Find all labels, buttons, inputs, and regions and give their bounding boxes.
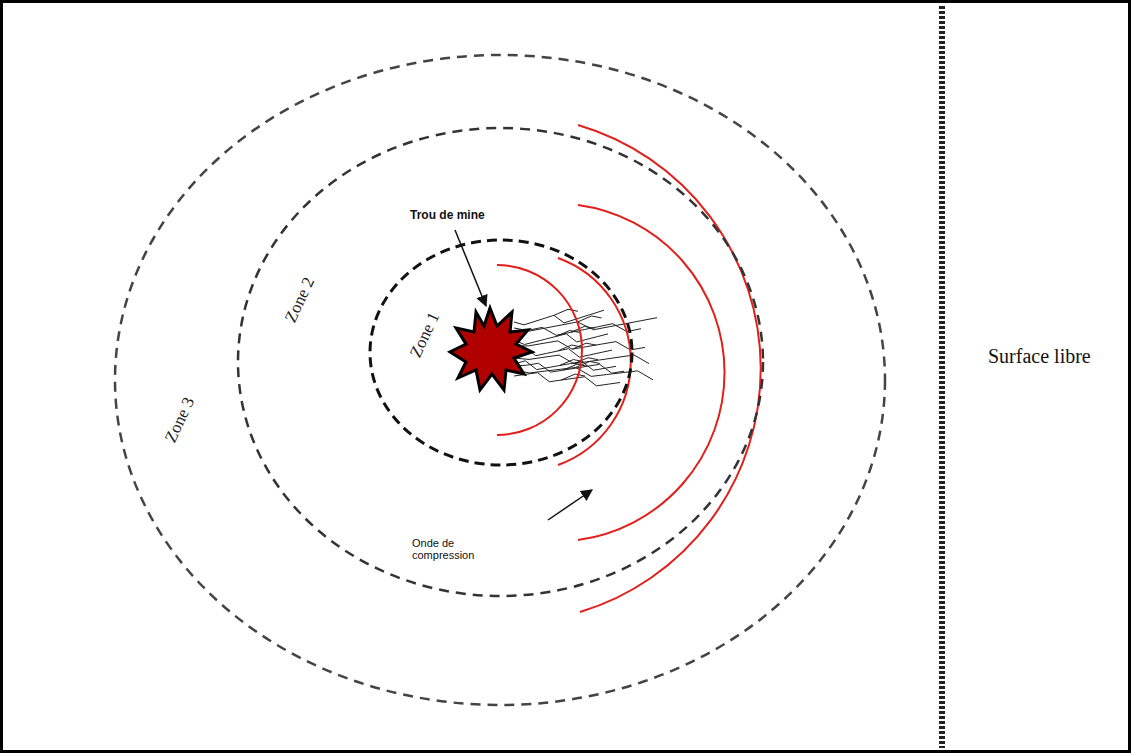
blast-zone: Zone 3 Zone 2 Zone 1	[115, 55, 885, 705]
zone-label: Zone 3	[161, 394, 199, 446]
leader-arrow	[455, 230, 486, 306]
leader-arrow	[548, 490, 592, 520]
zone-label: Zone 1	[406, 309, 444, 361]
compression-wave	[497, 125, 761, 612]
free-surface-bar	[942, 6, 943, 748]
blast-zone: Zone 1	[370, 240, 632, 465]
zone-label: Zone 2	[281, 274, 319, 326]
callout-label: Onde de compression	[412, 537, 508, 561]
zone-ellipse	[115, 55, 885, 705]
crack-lines	[514, 309, 657, 386]
surface-label: Surface libre	[988, 345, 1098, 368]
callout-label: Trou de mine	[410, 208, 530, 222]
blast-zone: Zone 2 Zone 1	[238, 128, 763, 596]
zone-ellipse	[238, 128, 763, 596]
blast-star	[450, 308, 532, 390]
